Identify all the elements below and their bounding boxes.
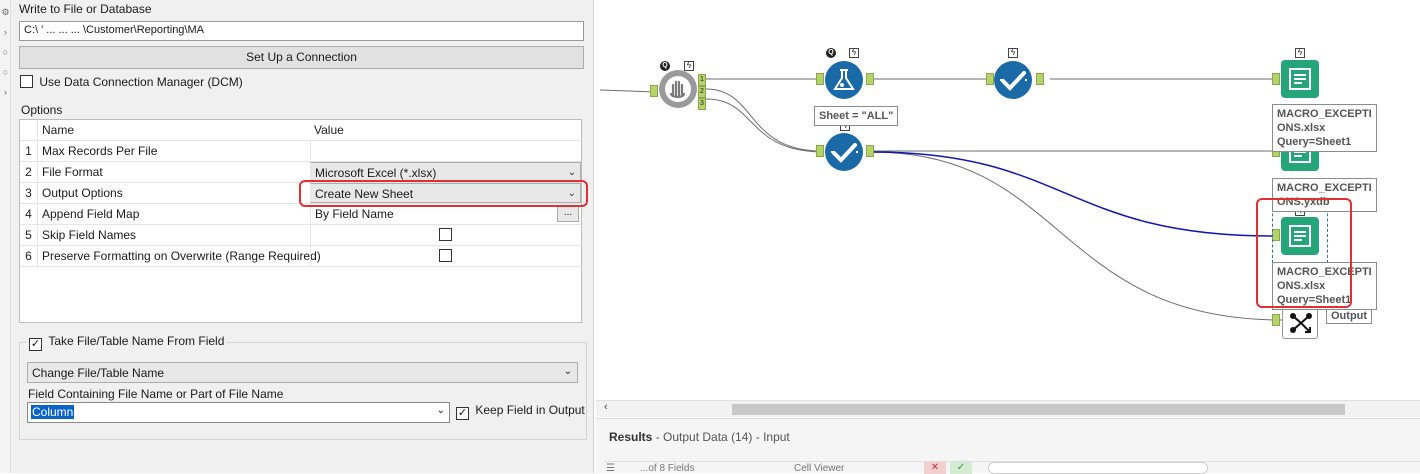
take-file-name-group <box>19 342 587 440</box>
circle-icon[interactable]: ○ <box>2 47 9 57</box>
output-data-tool[interactable] <box>1281 217 1319 255</box>
highlight-box <box>1256 198 1352 308</box>
ellipsis-button[interactable]: ... <box>557 205 579 222</box>
horizontal-scrollbar[interactable]: ‹ <box>596 400 1420 417</box>
file-format-dropdown[interactable]: Microsoft Excel (*.xlsx) ⌄ <box>310 162 581 182</box>
skip-field-names-checkbox[interactable] <box>439 228 452 241</box>
output-options-dropdown[interactable]: Create New Sheet ⌄ <box>310 183 581 203</box>
output-anchor[interactable] <box>866 145 874 157</box>
annotation-macro-1: MACRO_EXCEPTI ONS.xlsx Query=Sheet1 <box>1272 104 1377 152</box>
output-anchor-1[interactable]: 1 <box>698 74 706 86</box>
list-icon[interactable]: ☰ <box>606 463 615 474</box>
output-data-tool[interactable] <box>1281 60 1319 98</box>
annotation-macro-3: MACRO_EXCEPTI ONS.xlsx Query=Sheet1 <box>1272 262 1377 310</box>
checkmark-icon <box>1000 71 1027 91</box>
output-anchor-3[interactable]: 3 <box>698 98 706 110</box>
grid-row[interactable]: 5 Skip Field Names <box>20 225 581 246</box>
results-panel: Results - Output Data (14) - Input ☰ ...… <box>596 418 1420 474</box>
connection-lines <box>599 78 1283 321</box>
chevron-down-icon: ⌄ <box>436 405 445 416</box>
panel-title: Write to File or Database <box>19 2 152 16</box>
input-anchor[interactable] <box>816 145 824 157</box>
close-icon[interactable]: ✕ <box>924 462 946 474</box>
results-subtitle: - Output Data (14) - Input <box>652 430 790 444</box>
input-anchor[interactable] <box>1272 314 1280 326</box>
check-icon[interactable]: ✓ <box>950 462 972 474</box>
keep-field-label: Keep Field in Output <box>475 403 585 417</box>
keep-field-checkbox[interactable] <box>456 407 469 420</box>
grid-header: Name Value <box>20 120 581 141</box>
options-grid: Name Value 1 Max Records Per File 2 File… <box>19 119 582 323</box>
change-file-name-dropdown[interactable]: Change File/Table Name ⌄ <box>27 362 578 383</box>
options-label: Options <box>21 103 63 117</box>
flask-icon <box>833 69 855 90</box>
grid-row[interactable]: 6 Preserve Formatting on Overwrite (Rang… <box>20 246 581 267</box>
chevron-down-icon: ⌄ <box>567 167 576 178</box>
configuration-panel: Write to File or Database C:\ ' ... ... … <box>11 0 594 473</box>
workflow-canvas[interactable]: Q ϟ 1 2 3 Q ϟ ϟ ϟ ϟ <box>596 0 1420 418</box>
input-anchor[interactable] <box>986 73 994 85</box>
take-file-name-checkbox[interactable] <box>29 338 42 351</box>
input-anchor[interactable] <box>1272 73 1280 85</box>
dcm-label: Use Data Connection Manager (DCM) <box>39 75 243 89</box>
input-anchor[interactable] <box>816 73 824 85</box>
left-tool-strip: ⚙ › ○ ○ › <box>0 0 11 473</box>
gear-icon[interactable]: ⚙ <box>1 7 10 17</box>
dcm-row: Use Data Connection Manager (DCM) <box>20 75 243 91</box>
lightning-icon: ϟ <box>849 48 859 58</box>
field-name-dropdown[interactable]: Column ⌄ <box>27 402 450 423</box>
scroll-left-icon[interactable]: ‹ <box>604 401 608 413</box>
output-anchor[interactable] <box>1036 73 1044 85</box>
question-icon: Q <box>660 61 670 71</box>
results-toolbar: ☰ ...of 8 Fields Cell Viewer ✕ ✓ <box>604 461 1420 474</box>
select-tool[interactable] <box>994 61 1032 99</box>
preserve-formatting-checkbox[interactable] <box>439 249 452 262</box>
grid-row[interactable]: 4 Append Field Map By Field Name ... <box>20 204 581 225</box>
keep-field-row: Keep Field in Output <box>456 403 585 420</box>
checkmark-icon <box>831 143 858 163</box>
annotation-sheet-all: Sheet = "ALL" <box>814 106 899 126</box>
question-icon: Q <box>826 48 836 58</box>
document-icon <box>1289 68 1311 90</box>
results-title: Results <box>609 430 653 444</box>
column-name-header: Name <box>42 123 75 137</box>
lightning-icon: ϟ <box>684 61 694 71</box>
grid-row[interactable]: 3 Output Options Create New Sheet ⌄ <box>20 183 581 204</box>
test-tool[interactable] <box>659 70 697 108</box>
document-icon <box>1289 225 1311 247</box>
lightning-icon: ϟ <box>1295 48 1305 58</box>
column-value-header: Value <box>314 123 344 137</box>
output-anchor[interactable] <box>866 73 874 85</box>
chevron-right-icon[interactable]: › <box>4 87 7 97</box>
chevron-down-icon: ⌄ <box>567 188 576 199</box>
results-header: Results - Output Data (14) - Input <box>609 430 790 444</box>
chevron-down-icon: ⌄ <box>563 366 572 377</box>
take-file-name-row: Take File/Table Name From Field <box>26 334 228 351</box>
select-tool[interactable] <box>825 133 863 171</box>
append-field-map-value[interactable]: By Field Name ... <box>310 204 581 224</box>
setup-connection-button[interactable]: Set Up a Connection <box>19 46 584 69</box>
file-path-field[interactable]: C:\ ' ... ... ... \Customer\Reporting\MA <box>19 21 584 41</box>
scrollbar-thumb[interactable] <box>732 404 1345 415</box>
circle-icon[interactable]: ○ <box>2 67 9 77</box>
fields-count: ...of 8 Fields <box>640 463 695 474</box>
search-input[interactable] <box>988 462 1208 474</box>
formula-tool[interactable] <box>825 61 863 99</box>
annotation-macro-2: MACRO_EXCEPTI ONS.yxdb <box>1272 178 1377 212</box>
field-containing-label: Field Containing File Name or Part of Fi… <box>28 387 284 401</box>
take-file-name-label: Take File/Table Name From Field <box>48 334 225 348</box>
network-icon <box>1290 313 1312 333</box>
input-anchor[interactable] <box>650 85 658 97</box>
max-records-value[interactable] <box>310 141 581 161</box>
lightning-icon: ϟ <box>1008 48 1018 58</box>
output-anchor-2[interactable]: 2 <box>698 86 706 98</box>
hand-icon <box>665 76 691 102</box>
browse-tool[interactable] <box>1282 305 1318 339</box>
dcm-checkbox[interactable] <box>20 75 33 88</box>
highlight-box <box>299 180 588 207</box>
cell-viewer-label[interactable]: Cell Viewer <box>794 463 845 474</box>
grid-row[interactable]: 1 Max Records Per File <box>20 141 581 162</box>
chevron-right-icon[interactable]: › <box>4 27 7 37</box>
